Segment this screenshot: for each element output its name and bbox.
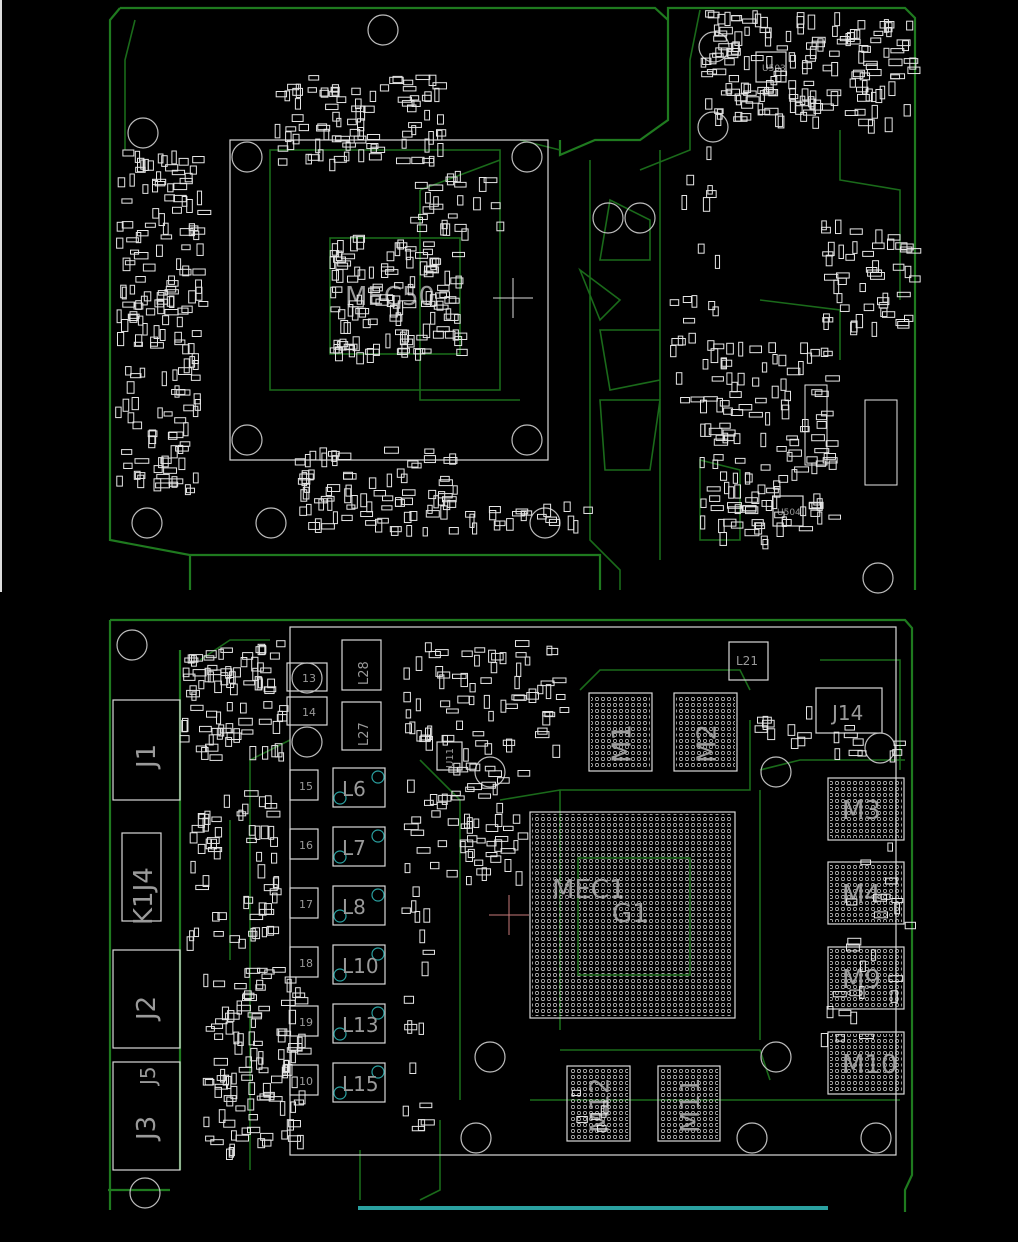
l7-label: L7: [342, 836, 366, 860]
mounting-holes: [116, 629, 896, 1209]
connector-j3[interactable]: [112, 1061, 181, 1171]
q13-label: 13: [302, 672, 316, 685]
connector-j2[interactable]: [112, 949, 181, 1049]
m2-label: M2: [693, 724, 723, 763]
u11-label: U11: [445, 748, 456, 768]
mosfet-q18: 18: [289, 946, 319, 978]
main-ic-die: [329, 237, 461, 355]
l28-label: L28: [357, 661, 372, 685]
connector-j4[interactable]: [121, 832, 162, 922]
m1-label: M1: [608, 724, 638, 763]
mosfet-q15: 15: [289, 769, 319, 801]
mosfet-q16: 16: [289, 828, 319, 860]
connector-j1[interactable]: [112, 699, 181, 801]
memory-chip-m2: M2: [673, 692, 738, 772]
j2-label: J2: [132, 996, 162, 1022]
connector-array: [864, 399, 898, 486]
q15-label: 15: [299, 780, 313, 793]
top-board: MEC50 U503 U504: [0, 0, 922, 594]
memory-chip-m12: M12: [566, 1065, 631, 1142]
inductor-l8: L8: [332, 885, 386, 926]
memory-chip-m3: M3: [827, 777, 905, 841]
gpu-bga-balls: [532, 814, 733, 1016]
l13-label: L13: [342, 1013, 379, 1037]
inductor-l10: L10: [332, 944, 386, 985]
m10-label: M10: [842, 1050, 898, 1080]
smd-pads: [179, 640, 917, 1160]
u504-footprint: [772, 495, 804, 527]
j3-label: J3: [132, 1116, 162, 1142]
u504-label: U504: [777, 508, 801, 518]
inductor-l6: L6: [332, 767, 386, 808]
mosfet-q17: 17: [289, 887, 319, 919]
q14-label: 14: [302, 706, 316, 719]
memory-chip-m1: M1: [588, 692, 653, 772]
l10-label: L10: [342, 954, 379, 978]
memory-chip-m10: M10: [827, 1031, 905, 1095]
mosfet-q10: 10: [289, 1064, 319, 1096]
inductor-l13: L13: [332, 1003, 386, 1044]
inductor-l27: [341, 701, 382, 751]
main-ic-footprint: [229, 139, 549, 461]
l8-label: L8: [342, 895, 366, 919]
u503-label: U503: [762, 64, 786, 74]
crosshair-cursor: [489, 895, 529, 935]
mosfet-q13: 13: [286, 662, 328, 692]
inductor-l7: L7: [332, 826, 386, 867]
gpu-label: MEC1: [552, 875, 626, 905]
memory-chip-m4: M4: [827, 861, 905, 925]
gpu-bga-footprint: [529, 811, 736, 1019]
memory-chip-m11: M11: [657, 1065, 721, 1142]
j1-label: J1: [132, 744, 162, 770]
memory-chip-m9: M9: [827, 946, 905, 1010]
j4-label: K1J4: [129, 867, 159, 925]
mosfet-q14: 14: [286, 696, 328, 726]
gpu-die: [577, 857, 691, 976]
m3-label: M3: [842, 796, 881, 826]
q16-label: 16: [299, 839, 313, 852]
board-outline: [108, 6, 917, 590]
inductor-l28: [341, 639, 382, 691]
l15-label: L15: [342, 1072, 379, 1096]
q17-label: 17: [299, 898, 313, 911]
m12-label: M12: [586, 1077, 616, 1133]
gpu-label-2: G1: [612, 899, 649, 929]
q19-label: 19: [299, 1016, 313, 1029]
m11-label: M11: [676, 1077, 706, 1133]
crosshair-cursor: [493, 278, 533, 318]
u11-footprint: [436, 741, 463, 771]
mosfet-q19: 19: [289, 1005, 319, 1037]
smd-pads: [115, 10, 922, 550]
l21-label: L21: [736, 654, 758, 668]
q10-label: 10: [299, 1075, 313, 1088]
l6-label: L6: [342, 777, 366, 801]
j5-label: J5: [136, 1066, 160, 1087]
j14-label: J14: [830, 701, 863, 725]
board-outline: [108, 618, 914, 1212]
inductor-l21: [728, 641, 769, 681]
inductor-l15: L15: [332, 1062, 386, 1103]
mounting-holes: [127, 14, 894, 594]
l27-label: L27: [357, 722, 372, 746]
q18-label: 18: [299, 957, 313, 970]
